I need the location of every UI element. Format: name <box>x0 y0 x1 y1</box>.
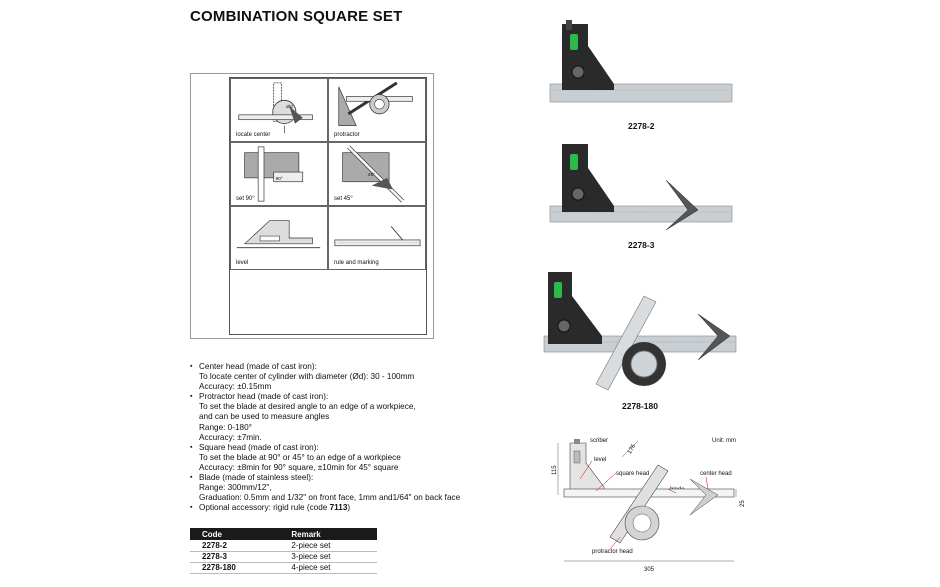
product-photo-2278-3 <box>549 144 733 230</box>
table-header-code: Code <box>190 528 280 540</box>
table-row: 2278-2 2-piece set <box>190 540 377 552</box>
label-level: level <box>594 457 606 463</box>
dim-diagonal: 176 <box>627 443 638 455</box>
usage-grid: Ød locate center protractor 90° set 90 <box>190 73 434 339</box>
label-center-head: center head <box>700 471 732 477</box>
usage-label: protractor <box>334 132 360 138</box>
spec-protractor-head: Protractor head (made of cast iron): To … <box>190 392 520 442</box>
usage-cell-rule-marking: rule and marking <box>328 206 426 270</box>
usage-cell-locate-center: Ød locate center <box>230 78 328 142</box>
svg-text:90°: 90° <box>276 176 283 182</box>
dimension-drawing: Unit: mm scriber level square head blade… <box>540 433 772 573</box>
dim-width: 305 <box>644 567 655 573</box>
table-row: 2278-180 4-piece set <box>190 562 377 574</box>
table-header-remark: Remark <box>279 528 377 540</box>
model-label: 2278-2 <box>628 121 655 131</box>
dim-height: 115 <box>552 465 558 475</box>
label-scriber: scriber <box>590 438 608 444</box>
dim-side: 25 <box>740 500 746 507</box>
unit-label: Unit: mm <box>712 438 736 444</box>
dimension-drawing-svg: Unit: mm scriber level square head blade… <box>552 438 746 573</box>
usage-label: set 90° <box>236 196 255 202</box>
svg-text:45°: 45° <box>368 172 375 178</box>
set-90-illustration: 90° <box>244 146 304 202</box>
usage-cell-level: level <box>230 206 328 270</box>
usage-label: locate center <box>236 132 271 138</box>
code-table: Code Remark 2278-2 2-piece set 2278-3 3-… <box>190 528 377 574</box>
usage-label: rule and marking <box>334 260 379 266</box>
product-photo-2278-180 <box>543 272 737 391</box>
svg-text:Ød: Ød <box>286 104 293 110</box>
product-photo-2278-2 <box>549 20 733 103</box>
level-illustration <box>236 220 321 249</box>
spec-accessory: Optional accessory: rigid rule (code 711… <box>190 503 520 513</box>
accessory-code: 7113 <box>329 503 348 513</box>
spec-blade: Blade (made of stainless steel): Range: … <box>190 473 520 503</box>
locate-center-illustration: Ød <box>238 82 313 134</box>
page-title: COMBINATION SQUARE SET <box>190 8 403 25</box>
label-protractor-head: protractor head <box>592 549 633 555</box>
table-header-row: Code Remark <box>190 528 377 540</box>
usage-cell-set-45: 45° set 45° <box>328 142 426 206</box>
protractor-illustration <box>338 81 413 126</box>
label-square-head: square head <box>616 471 649 477</box>
spec-center-head: Center head (made of cast iron): To loca… <box>190 362 520 392</box>
spec-square-head: Square head (made of cast iron): To set … <box>190 443 520 473</box>
rule-marking-illustration <box>334 226 421 247</box>
table-row: 2278-3 3-piece set <box>190 551 377 563</box>
set-45-illustration: 45° <box>342 145 405 203</box>
usage-label: level <box>236 260 249 266</box>
model-label: 2278-3 <box>628 240 655 250</box>
usage-cell-set-90: 90° set 90° <box>230 142 328 206</box>
usage-label: set 45° <box>334 196 353 202</box>
usage-cell-protractor: protractor <box>328 78 426 142</box>
model-label: 2278-180 <box>622 401 658 411</box>
spec-list: Center head (made of cast iron): To loca… <box>190 362 520 514</box>
